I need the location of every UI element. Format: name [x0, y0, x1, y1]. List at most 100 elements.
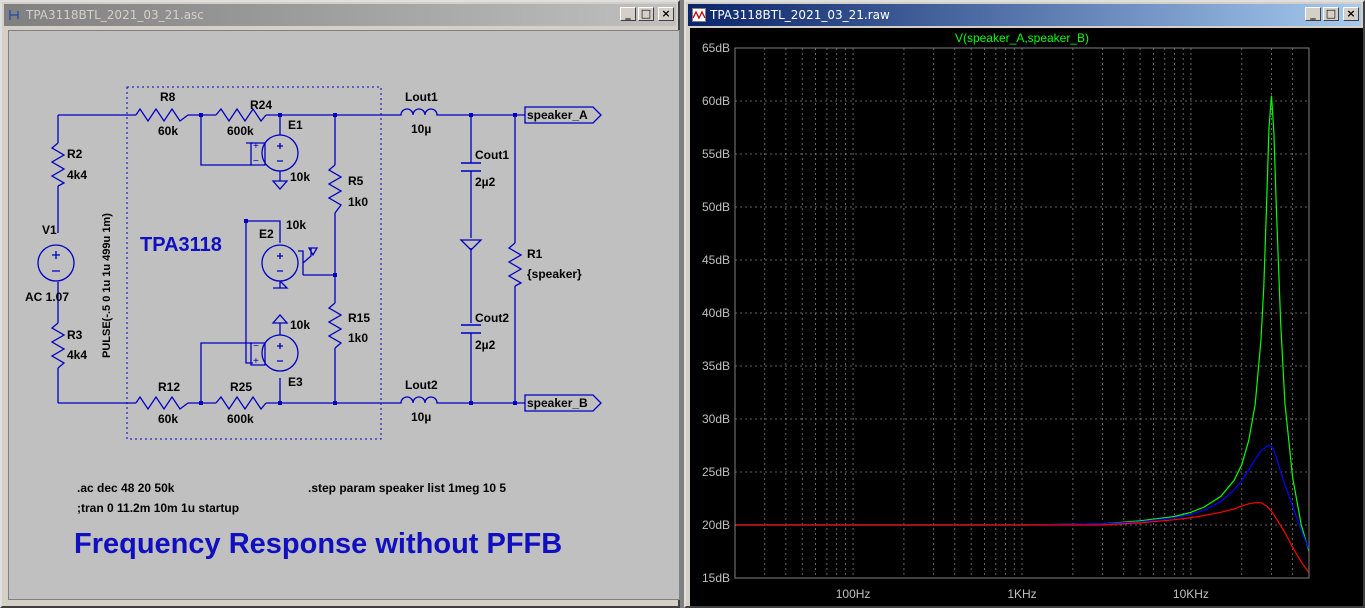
- e2-symbol: [261, 244, 299, 282]
- svg-text:−: −: [253, 341, 259, 352]
- schematic-titlebar[interactable]: TPA3118BTL_2021_03_21.asc _ □ ×: [4, 4, 676, 26]
- step-directive: .step param speaker list 1meg 10 5: [308, 481, 506, 495]
- tpa3118-block-outline: [126, 86, 382, 440]
- y-tick-label: 55dB: [702, 147, 730, 161]
- r25-symbol: [215, 395, 267, 411]
- e1-name: E1: [288, 118, 303, 132]
- y-tick-label: 40dB: [702, 306, 730, 320]
- schematic-doc-icon: [9, 10, 19, 20]
- grid-lines: [734, 47, 1310, 579]
- y-tick-label: 30dB: [702, 412, 730, 426]
- net-label-speaker-a: speaker_A: [527, 108, 588, 122]
- schematic-canvas[interactable]: +− −+ R8 60k R24 600k R12 60k R25 600k R…: [8, 30, 680, 600]
- e3-symbol: [261, 334, 299, 372]
- resistor-symbols: [50, 107, 523, 411]
- y-tick-label: 25dB: [702, 465, 730, 479]
- trace-line-2[interactable]: [735, 444, 1310, 550]
- lout2-name: Lout2: [405, 378, 438, 392]
- v1-name: V1: [42, 223, 57, 237]
- plot-frame: [734, 47, 1310, 579]
- r2-name: R2: [67, 147, 83, 161]
- restore-button[interactable]: □: [1323, 7, 1339, 21]
- r2-value: 4k4: [67, 168, 87, 182]
- r1-symbol: [507, 242, 523, 287]
- lout2-symbol: [383, 396, 444, 404]
- net-flag-a: [524, 106, 602, 124]
- close-button[interactable]: ×: [1343, 7, 1359, 21]
- r12-name: R12: [158, 380, 180, 394]
- tpa3118-block-label: TPA3118: [140, 234, 222, 256]
- r24-symbol: [215, 107, 267, 123]
- y-tick-label: 50dB: [702, 200, 730, 214]
- svg-text:+: +: [253, 141, 259, 152]
- r3-name: R3: [67, 328, 83, 342]
- y-tick-labels: 15dB20dB25dB30dB35dB40dB45dB50dB55dB60dB…: [702, 41, 730, 585]
- x-tick-label: 10KHz: [1173, 587, 1209, 601]
- y-tick-label: 20dB: [702, 518, 730, 532]
- r2-symbol: [50, 142, 66, 187]
- plot-titlebar[interactable]: TPA3118BTL_2021_03_21.raw _ □ ×: [688, 4, 1361, 26]
- r5-value: 1k0: [348, 195, 368, 209]
- schematic-drawing: +− −+ R8 60k R24 600k R12 60k R25 600k R…: [25, 86, 602, 560]
- r15-value: 1k0: [348, 331, 368, 345]
- minimize-button[interactable]: _: [620, 7, 636, 21]
- e2-name: E2: [259, 227, 274, 241]
- svg-text:−: −: [253, 156, 259, 167]
- v1-pulse: PULSE(-.5 0 1u 1u 499u 1m): [101, 213, 113, 358]
- e3-name: E3: [288, 375, 303, 389]
- schematic-wires: [57, 114, 525, 404]
- r3-value: 4k4: [67, 348, 87, 362]
- r15-name: R15: [348, 311, 370, 325]
- capacitor-symbols: [461, 162, 481, 334]
- y-tick-label: 65dB: [702, 41, 730, 55]
- e3-value: 10k: [290, 318, 310, 332]
- y-tick-label: 45dB: [702, 253, 730, 267]
- y-tick-label: 60dB: [702, 94, 730, 108]
- trace-layer: [735, 95, 1310, 574]
- y-tick-label: 35dB: [702, 359, 730, 373]
- trace-line-3[interactable]: [735, 502, 1310, 574]
- waveform-icon: [692, 8, 706, 22]
- close-button[interactable]: ×: [658, 7, 674, 21]
- e1-value: 10k: [290, 170, 310, 184]
- r12-value: 60k: [158, 412, 178, 426]
- r5-symbol: [327, 164, 343, 214]
- net-label-flags: [524, 106, 602, 412]
- r8-name: R8: [160, 90, 176, 104]
- r8-value: 60k: [158, 124, 178, 138]
- x-tick-label: 1KHz: [1007, 587, 1036, 601]
- cout1-name: Cout1: [475, 148, 509, 162]
- trace-line-1[interactable]: [735, 95, 1310, 552]
- r24-name: R24: [250, 98, 272, 112]
- lout2-value: 10µ: [411, 410, 431, 424]
- schematic-heading: Frequency Response without PFFB: [74, 528, 562, 560]
- r25-value: 600k: [227, 412, 254, 426]
- spice-directives: .ac dec 48 20 50k ;tran 0 11.2m 10m 1u s…: [77, 481, 506, 515]
- restore-button[interactable]: □: [638, 7, 654, 21]
- e2-value: 10k: [286, 218, 306, 232]
- net-label-speaker-b: speaker_B: [527, 396, 588, 410]
- schematic-window[interactable]: TPA3118BTL_2021_03_21.asc _ □ ×: [0, 0, 680, 608]
- lout1-value: 10µ: [411, 122, 431, 136]
- e1-symbol: [261, 134, 299, 172]
- tran-directive: ;tran 0 11.2m 10m 1u startup: [77, 501, 239, 515]
- r15-symbol: [327, 302, 343, 349]
- cout1-value: 2µ2: [475, 175, 496, 189]
- svg-text:+: +: [253, 356, 259, 367]
- r8-symbol: [135, 107, 189, 123]
- v1-source-symbol: [37, 244, 75, 282]
- junction-dots: [199, 113, 517, 405]
- midpoint-ground-icon: [459, 239, 483, 251]
- frequency-response-chart[interactable]: 15dB20dB25dB30dB35dB40dB45dB50dB55dB60dB…: [690, 28, 1363, 606]
- cout1-symbol: [461, 162, 481, 172]
- trace-title[interactable]: V(speaker_A,speaker_B): [955, 31, 1089, 45]
- minimize-button[interactable]: _: [1305, 7, 1321, 21]
- controlled-source-symbols: [250, 134, 319, 372]
- r1-name: R1: [527, 247, 543, 261]
- cout2-name: Cout2: [475, 311, 509, 325]
- inductor-symbols: [383, 108, 444, 404]
- r5-name: R5: [348, 174, 364, 188]
